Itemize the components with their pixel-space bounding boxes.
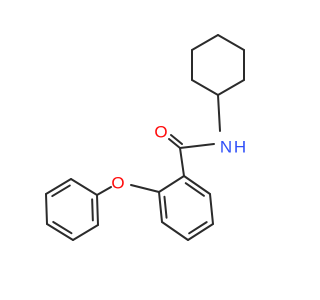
bond-benzene-3 xyxy=(161,221,189,241)
bond-phenyl-2 xyxy=(45,178,72,195)
bond-benzene-2 xyxy=(158,191,163,223)
atom-label-hydrogen: H xyxy=(234,138,246,157)
bond-cyclohexyl-4 xyxy=(191,34,219,51)
bond-cyclohexyl-6 xyxy=(191,79,219,96)
bond-benzene-4 xyxy=(187,223,214,241)
molecule-diagram: O N H O xyxy=(45,34,246,241)
structure-canvas: O N H O xyxy=(45,34,247,241)
bond-nitrogen-carbonyl xyxy=(179,143,215,149)
bond-cyclohexyl-3 xyxy=(217,34,245,51)
atom-labels: O N H O xyxy=(111,123,246,193)
bond-phenyl-inner-2 xyxy=(52,220,73,235)
bond-group xyxy=(45,34,245,241)
bond-benzene-6 xyxy=(183,175,211,195)
bond-cyclohexyl-1 xyxy=(217,79,245,96)
bond-benzene-inner-1 xyxy=(163,195,168,219)
atom-label-ether-oxygen: O xyxy=(111,174,124,193)
bond-carbonyl-double-b xyxy=(170,134,183,145)
bond-benzene-1 xyxy=(158,175,185,193)
bond-cyclohexyl-nitrogen xyxy=(217,94,221,132)
bond-ether-oxygen-phenyl xyxy=(96,186,112,196)
bond-benzene-inner-2 xyxy=(188,221,208,235)
bond-benzene-ether-oxygen xyxy=(130,184,160,193)
bond-carbonyl-benzene xyxy=(179,147,185,177)
bond-carbonyl-double-a xyxy=(168,138,181,149)
atom-label-carbonyl-oxygen: O xyxy=(154,123,167,142)
atom-label-nitrogen: N xyxy=(220,138,232,157)
bond-phenyl-inner-3 xyxy=(91,198,94,222)
bond-phenyl-5 xyxy=(72,224,99,241)
bond-phenyl-inner-1 xyxy=(51,184,71,198)
bond-phenyl-3 xyxy=(45,193,48,225)
bond-phenyl-1 xyxy=(70,178,98,196)
bond-benzene-inner-3 xyxy=(184,182,205,197)
bond-benzene-5 xyxy=(209,193,214,225)
bond-phenyl-4 xyxy=(46,223,74,241)
bond-phenyl-6 xyxy=(96,194,99,226)
